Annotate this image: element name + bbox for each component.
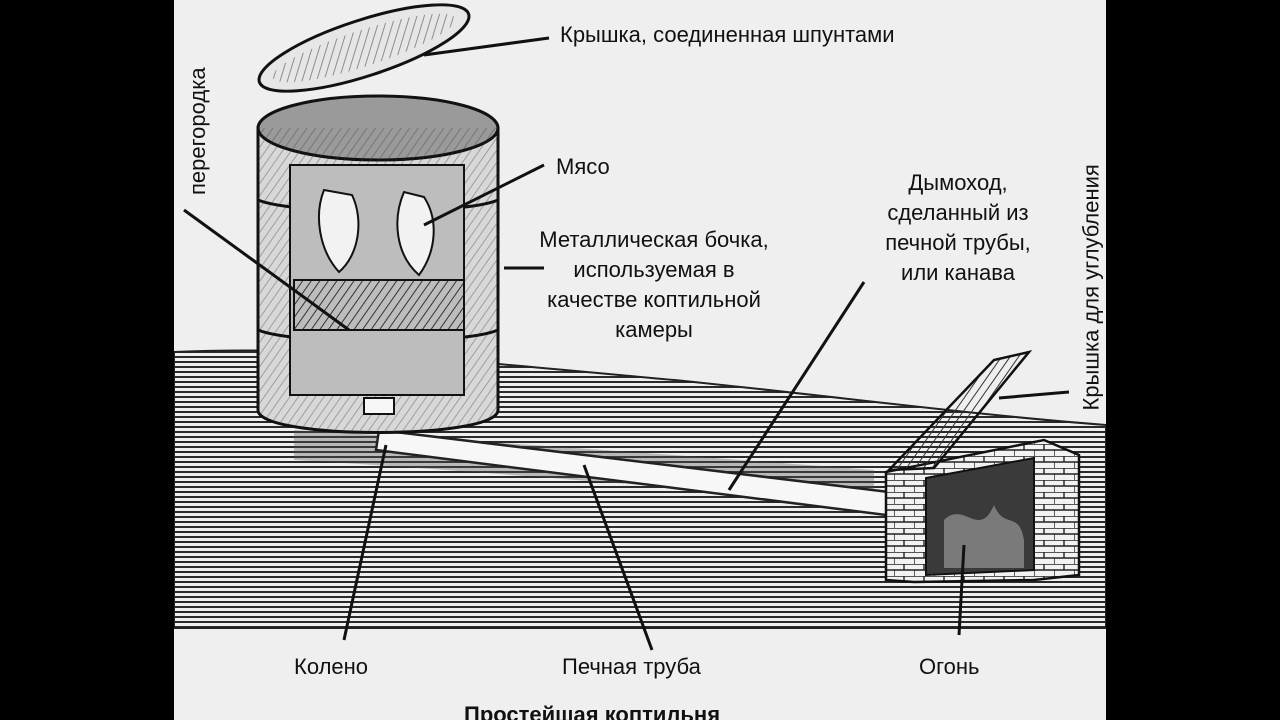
label-pit-lid: Крышка для углубления bbox=[1078, 164, 1104, 411]
leader-partition bbox=[183, 208, 350, 332]
leader-lid bbox=[423, 36, 550, 57]
label-meat: Мясо bbox=[556, 154, 610, 179]
barrel bbox=[256, 94, 500, 434]
label-elbow: Колено bbox=[294, 654, 369, 679]
illustration-panel: Крышка, соединенная шпунтами перегородка… bbox=[174, 0, 1106, 720]
label-barrel: Металлическая бочка, используемая в каче… bbox=[539, 227, 769, 342]
smokehouse-drawing bbox=[174, 3, 1106, 651]
leader-stove-pipe bbox=[582, 464, 654, 651]
label-stove-pipe: Печная труба bbox=[562, 654, 701, 679]
label-partition: перегородка bbox=[185, 67, 210, 195]
leader-chimney bbox=[727, 281, 866, 491]
pit-lid bbox=[885, 349, 1033, 472]
leader-elbow bbox=[342, 444, 388, 641]
figure-caption: Простейшая коптильня bbox=[464, 702, 721, 720]
fire-pit bbox=[884, 349, 1081, 584]
leader-meat bbox=[423, 163, 545, 227]
label-lid: Крышка, соединенная шпунтами bbox=[560, 22, 895, 47]
label-chimney: Дымоход, сделанный из печной трубы, или … bbox=[885, 170, 1031, 285]
leader-fire bbox=[957, 544, 966, 636]
label-fire: Огонь bbox=[919, 654, 980, 679]
leader-pit-lid bbox=[998, 390, 1070, 400]
